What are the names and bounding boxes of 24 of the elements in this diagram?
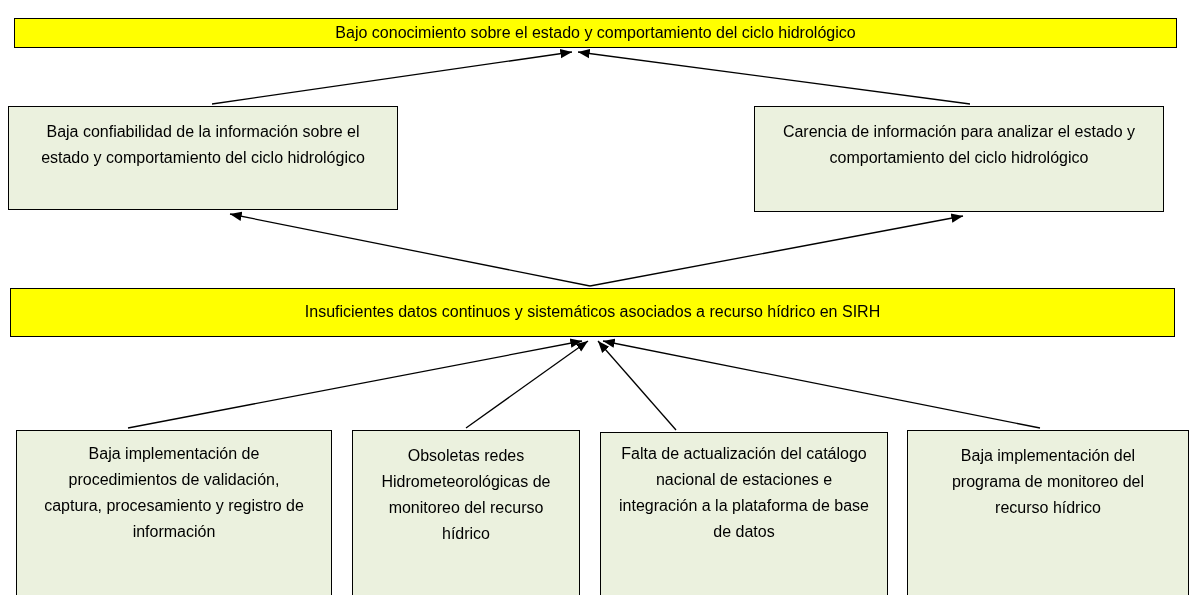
- box-text: Baja confiabilidad de la información sobre el estado y comportamiento del ciclo hidrológico: [40, 122, 366, 168]
- cause-box: [907, 430, 1189, 595]
- arrow: [127, 338, 583, 429]
- arrow: [465, 340, 589, 429]
- problem-box: [10, 288, 1175, 337]
- cause-box: [600, 432, 888, 595]
- box-text: Obsoletas redes Hidrometeorológicas de monitoreo del recurso hídrico: [380, 446, 552, 544]
- box-text: Bajo conocimiento sobre el estado y comportamiento del ciclo hidrológico: [335, 23, 856, 43]
- box-text: Carencia de información para analizar el estado y comportamiento del ciclo hidrológico: [781, 122, 1137, 168]
- arrow: [589, 213, 964, 287]
- cause-box: [754, 106, 1164, 212]
- box-text: Insuficientes datos continuos y sistemáticos asociados a recurso hídrico en SIRH: [304, 302, 881, 322]
- arrow: [602, 338, 1041, 429]
- cause-box: [8, 106, 398, 210]
- arrow: [229, 211, 591, 287]
- box-text: Baja implementación del programa de monitoreo del recurso hídrico: [950, 446, 1146, 518]
- cause-box: [352, 430, 580, 595]
- arrow: [211, 49, 573, 105]
- box-text: Baja implementación de procedimientos de validación, captura, procesamiento y registro de información: [43, 444, 305, 542]
- arrow: [577, 48, 971, 105]
- problem-box: [14, 18, 1177, 48]
- cause-box: [16, 430, 332, 595]
- arrow: [597, 340, 677, 431]
- box-text: Falta de actualización del catálogo nacional de estaciones e integración a la plataforma de base de datos: [618, 444, 870, 542]
